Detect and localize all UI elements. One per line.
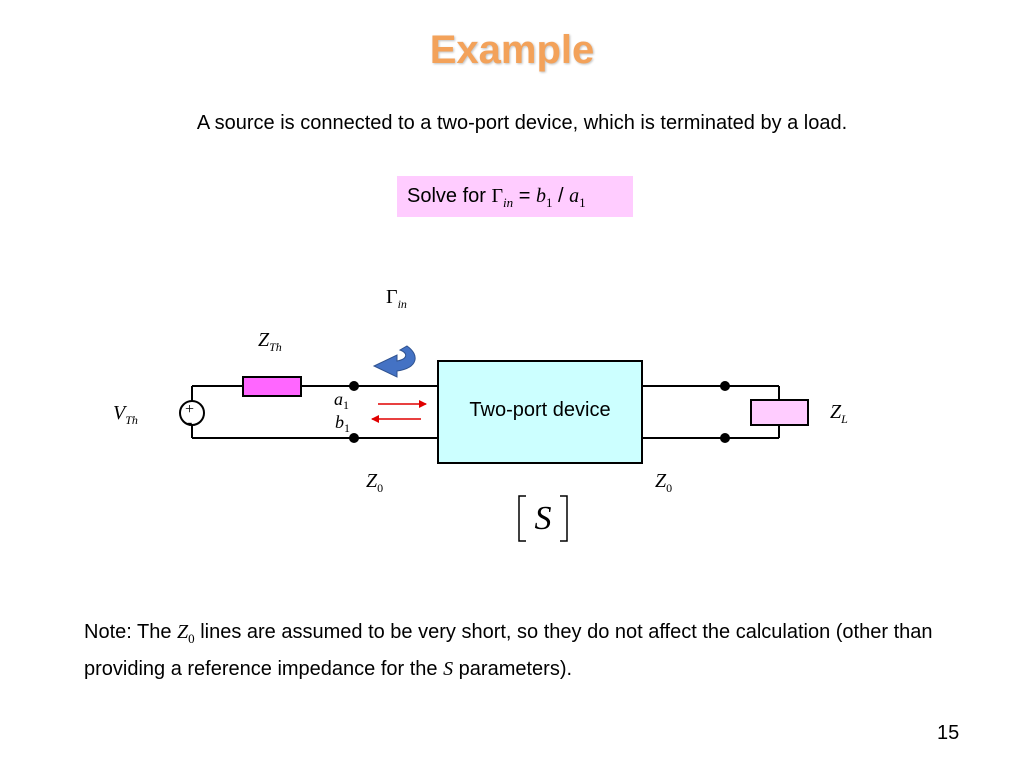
s-matrix-left-bracket [518,495,526,542]
note-s: S [443,658,454,680]
thevenin-resistor [242,376,302,397]
v-th-label: VTh [113,402,138,427]
two-port-device-label: Two-port device [469,399,610,421]
terminal-dot-left-bottom [349,433,359,443]
note-part1: Note: The [84,621,178,643]
gamma-in-label: Γin [386,286,407,311]
s-matrix-right-bracket [560,495,568,542]
b1-label: b1 [335,412,350,435]
solve-gamma: Γ [491,185,504,207]
note-part2: lines are assumed to be very short, so t… [84,621,933,680]
source-minus: - [187,414,192,431]
solve-equals: = [513,185,536,207]
solve-box: Solve for Γin = b1 / a1 [397,176,633,217]
z-th-label: ZTh [258,329,282,354]
solve-gamma-sub: in [503,195,514,210]
gamma-in-curved-arrow [372,345,416,378]
solve-a-sub: 1 [579,195,586,210]
note-part3: parameters). [453,658,573,680]
z0-left-label: Z0 [366,470,383,495]
note-z-sub: 0 [188,631,195,646]
source-plus: + [185,401,194,418]
a1-label: a1 [334,389,349,412]
solve-a: a [569,185,580,207]
terminal-dot-left-top [349,381,359,391]
solve-prefix: Solve for [407,185,492,207]
solve-b-sub: 1 [545,195,553,210]
load-resistor [750,399,809,426]
voltage-source [179,400,205,426]
page-number: 15 [937,722,960,744]
note-text: Note: The Z0 lines are assumed to be ver… [84,617,964,685]
solve-slash: / [552,185,570,207]
z-l-label: ZL [830,401,848,426]
solve-b: b [535,185,546,207]
terminal-dot-right-top [720,381,730,391]
two-port-device-box [437,360,643,464]
slide-title: Example [429,28,595,72]
terminal-dot-right-bottom [720,433,730,443]
note-z: Z [177,621,189,643]
s-matrix-brackets [518,495,568,542]
s-matrix-label: S [535,500,552,537]
intro-text: A source is connected to a two-port devi… [196,112,848,134]
z0-right-label: Z0 [655,470,672,495]
